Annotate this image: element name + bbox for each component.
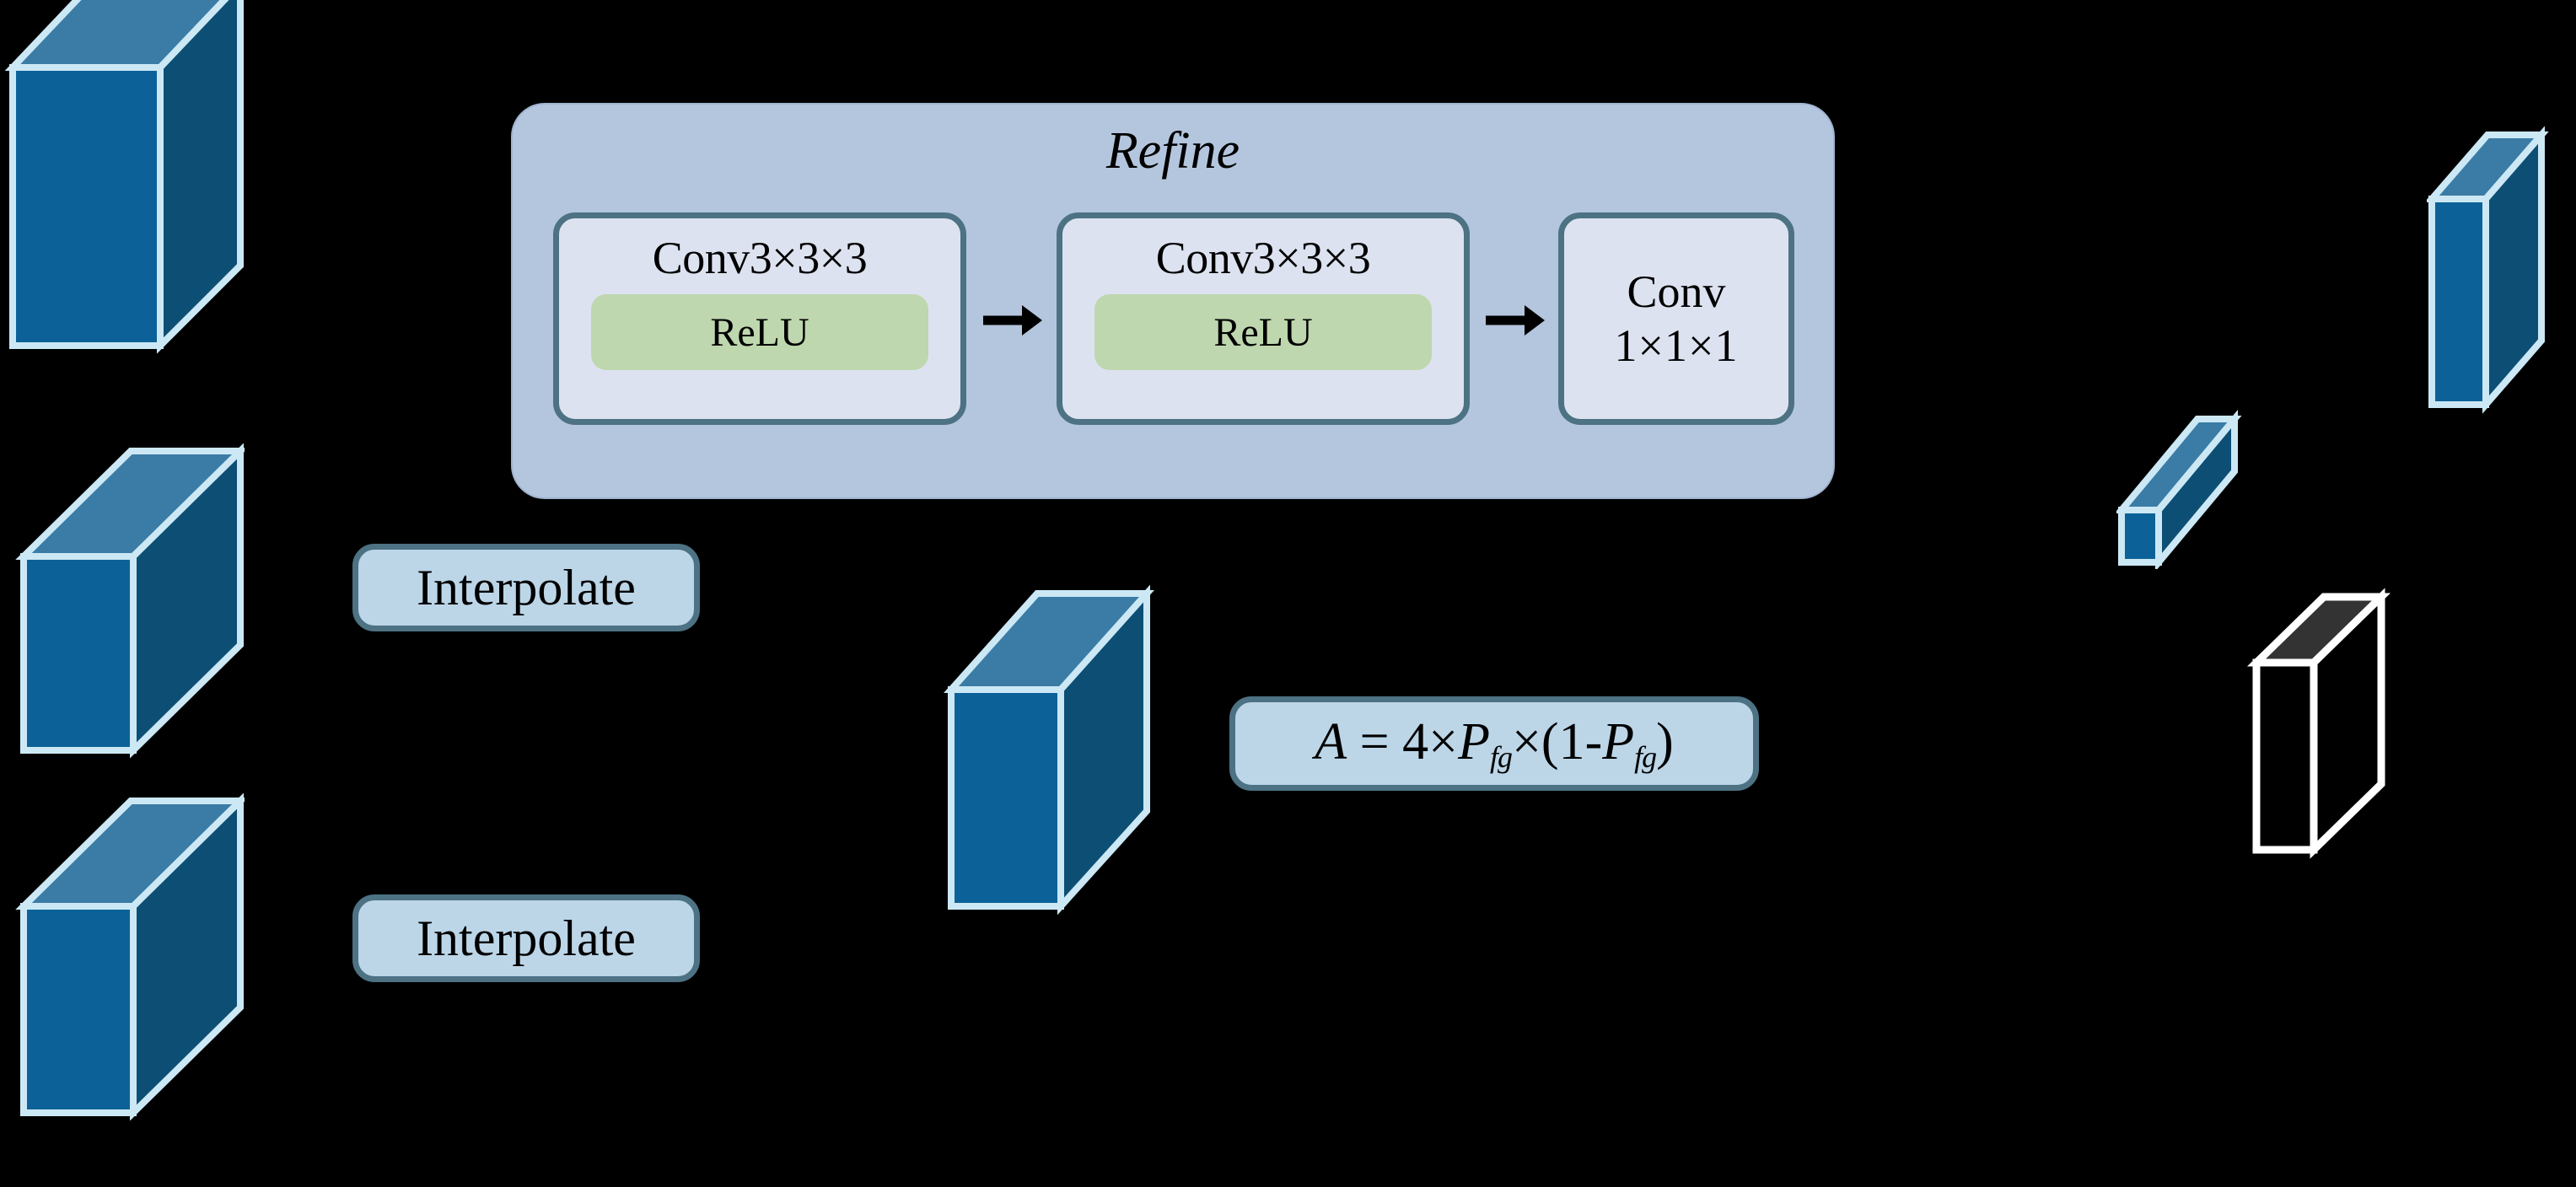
arrow-conv2-to-conv1x1 [1484, 297, 1546, 344]
conv-block-2-label: Conv3×3×3 [1155, 233, 1371, 283]
conv-1x1x1-line2: 1×1×1 [1614, 320, 1739, 371]
interpolate-label-2: Interpolate [417, 910, 636, 966]
relu-chip-1: ReLU [591, 294, 928, 370]
relu-label-1: ReLU [710, 309, 809, 355]
formula-box[interactable]: A = 4×Pfg×(1-Pfg) [1229, 696, 1759, 791]
interpolate-label-1: Interpolate [417, 559, 636, 615]
relu-chip-2: ReLU [1094, 294, 1432, 370]
feature-cube-right-top [2424, 126, 2576, 430]
interpolate-box-2[interactable]: Interpolate [352, 894, 700, 982]
conv-block-2[interactable]: Conv3×3×3 ReLU [1057, 212, 1470, 425]
feature-cube-left-3 [0, 784, 249, 1138]
interpolate-box-1[interactable]: Interpolate [352, 544, 700, 631]
formula-text: A = 4×Pfg×(1-Pfg) [1315, 712, 1674, 775]
refine-title: Refine [1105, 122, 1240, 180]
refine-panel: Refine Conv3×3×3 ReLU Conv3×3×3 ReLU [511, 103, 1835, 499]
conv-1x1x1-line1: Conv [1627, 266, 1726, 317]
feature-cube-left-2 [0, 438, 249, 776]
relu-label-2: ReLU [1213, 309, 1313, 355]
feature-cube-right-outline [2243, 582, 2462, 877]
feature-cube-right-small [2114, 409, 2268, 572]
conv-block-1-label: Conv3×3×3 [652, 233, 868, 283]
conv-block-1[interactable]: Conv3×3×3 ReLU [553, 212, 966, 425]
arrow-conv1-to-conv2 [981, 297, 1044, 344]
feature-cube-left-1 [0, 0, 245, 371]
conv-1x1x1-block[interactable]: Conv 1×1×1 [1558, 212, 1794, 425]
feature-cube-center [936, 582, 1164, 919]
